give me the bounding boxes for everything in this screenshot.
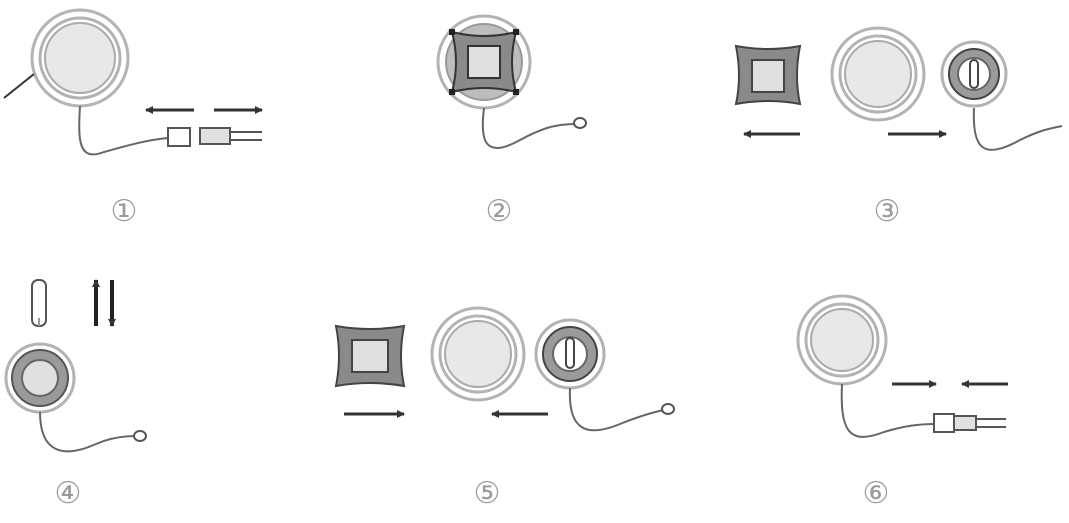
square-frame-icon bbox=[334, 324, 406, 388]
step-2-illustration bbox=[436, 14, 587, 149]
lamp-ring-icon bbox=[430, 306, 526, 402]
power-cord bbox=[78, 105, 169, 156]
power-cord bbox=[39, 411, 137, 453]
power-cord bbox=[568, 387, 665, 432]
bulb-icon bbox=[940, 40, 1008, 108]
step-4-illustration bbox=[4, 279, 147, 453]
lamp-ring-icon bbox=[830, 26, 926, 122]
step-3-illustration bbox=[734, 26, 1063, 151]
square-frame-icon bbox=[449, 29, 519, 95]
pointer-line bbox=[3, 73, 35, 99]
step-5-illustration bbox=[334, 306, 675, 432]
lamp-ring-icon bbox=[796, 294, 888, 386]
step-5-label: ⑤ bbox=[473, 476, 501, 511]
step-3-label: ③ bbox=[873, 194, 901, 229]
tube-icon bbox=[31, 279, 47, 327]
step-6-illustration bbox=[796, 294, 1008, 438]
step-6-label: ⑥ bbox=[862, 476, 890, 511]
step-2-label: ② bbox=[485, 194, 513, 229]
step-4-label: ④ bbox=[54, 476, 82, 511]
square-frame-icon bbox=[734, 44, 802, 106]
plug-icon bbox=[133, 430, 147, 442]
bulb-icon bbox=[534, 318, 606, 390]
lamp-ring-icon bbox=[30, 8, 130, 108]
plug-icon bbox=[661, 403, 675, 415]
power-cord bbox=[972, 107, 1063, 151]
step-1-label: ① bbox=[110, 194, 138, 229]
plug-icon bbox=[167, 127, 262, 147]
plug-icon bbox=[933, 413, 1006, 433]
bulb-icon bbox=[4, 342, 76, 414]
plug-icon bbox=[573, 117, 587, 129]
power-cord bbox=[840, 383, 937, 438]
power-cord bbox=[481, 107, 577, 149]
step-1-illustration bbox=[3, 8, 263, 156]
